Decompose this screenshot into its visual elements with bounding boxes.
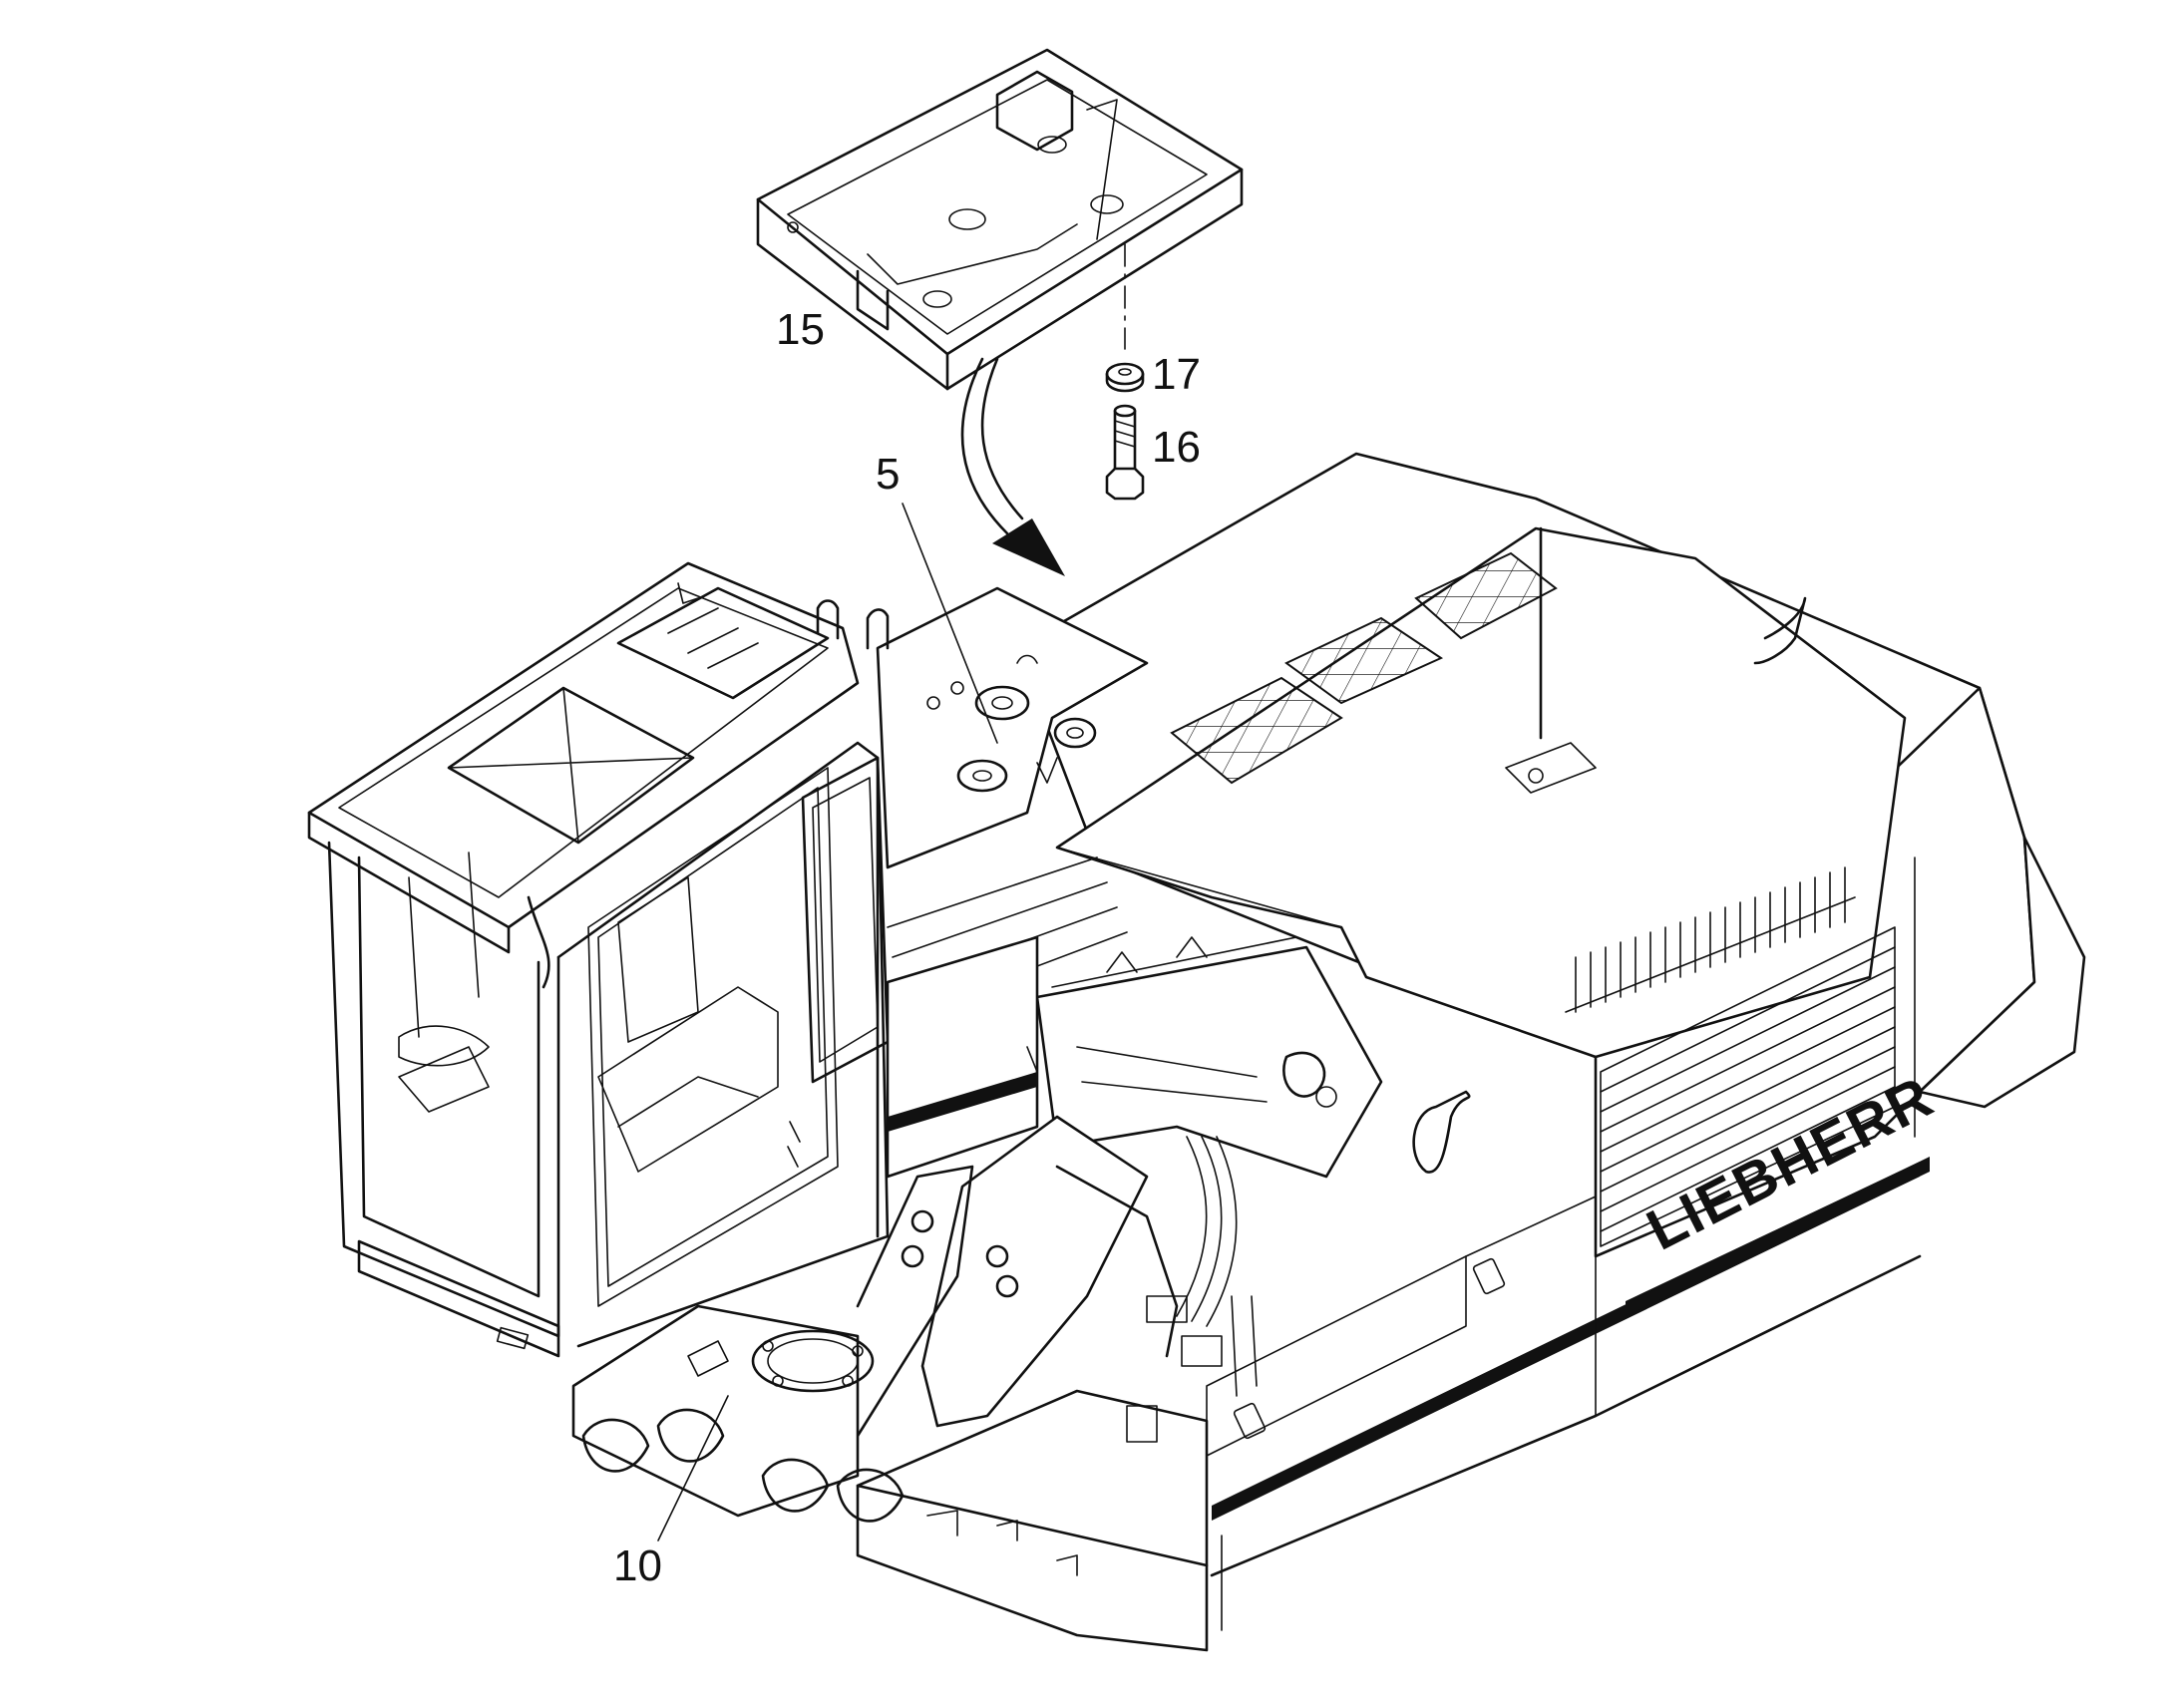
callout-label-10: 10	[613, 1541, 662, 1590]
boom-and-linkage	[856, 856, 1383, 1438]
cover-plate-part	[756, 48, 1244, 391]
callout-15: 15	[776, 305, 825, 354]
bolt-part	[1105, 404, 1145, 501]
assembly-arrow	[960, 357, 1065, 576]
washer-part	[1105, 362, 1145, 393]
callout-5: 5	[876, 450, 998, 744]
callout-label-17: 17	[1152, 350, 1201, 399]
callout-label-16: 16	[1152, 423, 1201, 472]
callout-label-15: 15	[776, 305, 825, 354]
callout-label-5: 5	[876, 450, 900, 499]
upper-deck	[866, 586, 1149, 869]
operator-cab	[307, 561, 890, 1358]
callout-10: 10	[613, 1395, 729, 1590]
excavator-upper-carriage: LIEBHERR	[856, 452, 2086, 1652]
callout-17: 17	[1152, 350, 1201, 399]
callout-16: 16	[1152, 423, 1201, 472]
leader-line-5	[902, 503, 998, 744]
side-louvres	[1575, 866, 1846, 1013]
lower-frame	[571, 1304, 905, 1523]
leader-line-10	[657, 1395, 729, 1541]
hydraulic-hoses	[1126, 1136, 1258, 1443]
